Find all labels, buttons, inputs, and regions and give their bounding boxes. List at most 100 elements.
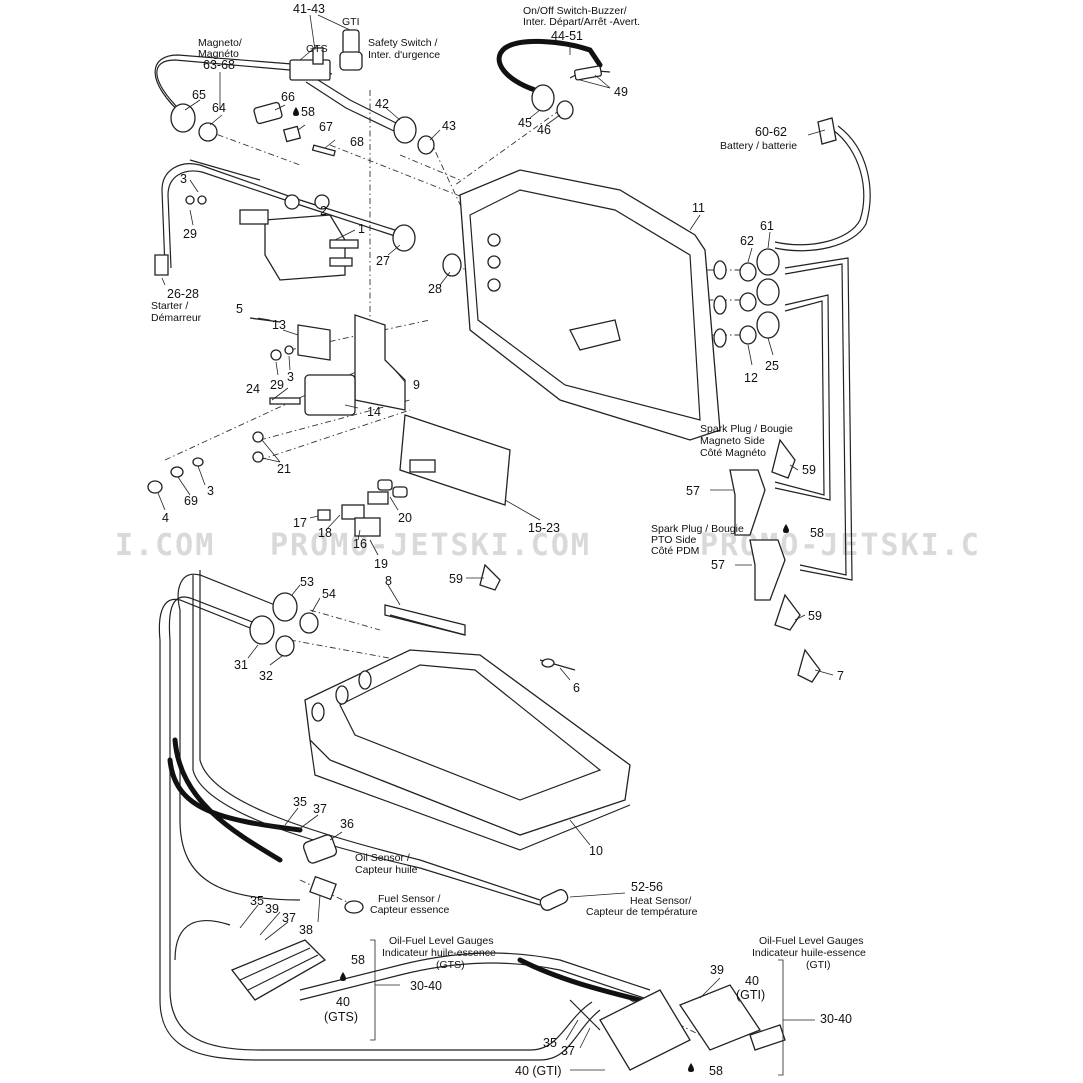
callout: 32 xyxy=(259,669,273,683)
callout: 15-23 xyxy=(528,521,560,535)
watermark-text-center: PROMO-JETSKI.COM xyxy=(270,528,591,563)
label-gauge-gti-fr: Indicateur huile-essence xyxy=(752,947,866,959)
callout: 30-40 xyxy=(410,979,442,993)
callout: 45 xyxy=(518,116,532,130)
callout-numbers: 41-43 44-51 63-68 65 64 66 58 67 68 42 4… xyxy=(162,2,852,1078)
safety-switch xyxy=(289,29,363,81)
callout: 6 xyxy=(573,681,580,695)
callout: 35 xyxy=(250,894,264,908)
label-fuel-sensor-fr: Capteur essence xyxy=(370,904,450,916)
callout: 37 xyxy=(313,802,327,816)
label-gti: GTI xyxy=(342,16,360,28)
callout: 18 xyxy=(318,526,332,540)
callout: 62 xyxy=(740,234,754,248)
callout: 58 xyxy=(351,953,365,967)
callout: 67 xyxy=(319,120,333,134)
callout: 25 xyxy=(765,359,779,373)
callout: 37 xyxy=(282,911,296,925)
text-labels: GTI GTS Safety Switch / Inter. d'urgence… xyxy=(151,5,866,971)
label-spark-plug-pto: Spark Plug / Bougie xyxy=(651,523,744,535)
on-off-switch-connectors xyxy=(531,65,603,120)
lower-grommets xyxy=(249,592,319,657)
gti-gauge-connector xyxy=(599,984,786,1071)
callout: 58 xyxy=(709,1064,723,1078)
callout: 40 xyxy=(336,995,350,1009)
callout: 59 xyxy=(449,572,463,586)
callout: 28 xyxy=(428,282,442,296)
callout: 31 xyxy=(234,658,248,672)
callout: 5 xyxy=(236,302,243,316)
magneto-connectors xyxy=(170,101,435,157)
label-gauge-gts-fr: Indicateur huile-essence xyxy=(382,947,496,959)
callout: 69 xyxy=(184,494,198,508)
label-gauge-gts-model: (GTS) xyxy=(436,959,465,971)
callout: 38 xyxy=(299,923,313,937)
spark-plug-caps xyxy=(479,438,821,683)
callout: 65 xyxy=(192,88,206,102)
callout: 24 xyxy=(246,382,260,396)
label-spark-plug-pto-side: PTO Side xyxy=(651,534,696,546)
callout: 40 (GTI) xyxy=(515,1064,562,1078)
callout: 57 xyxy=(711,558,725,572)
callout: 44-51 xyxy=(551,29,583,43)
callout: 3 xyxy=(180,172,187,186)
label-starter: Starter / xyxy=(151,300,188,312)
drop-icon xyxy=(783,524,789,533)
label-gauge-gti-model: (GTI) xyxy=(806,959,831,971)
callout: 61 xyxy=(760,219,774,233)
label-oil-sensor-fr: Capteur huile xyxy=(355,864,418,876)
callout: 29 xyxy=(183,227,197,241)
drop-icon xyxy=(340,972,346,981)
callout: 35 xyxy=(293,795,307,809)
callout: 57 xyxy=(686,484,700,498)
callout: 60-62 xyxy=(755,125,787,139)
callout: 54 xyxy=(322,587,336,601)
label-oil-sensor: Oil Sensor / xyxy=(355,852,410,864)
label-spark-plug-magneto-side: Magneto Side xyxy=(700,435,765,447)
callout: 8 xyxy=(385,574,392,588)
label-spark-plug-magneto-side-fr: Côté Magnéto xyxy=(700,447,766,459)
callout: 20 xyxy=(398,511,412,525)
callout: 27 xyxy=(376,254,390,268)
drop-icon xyxy=(293,107,299,116)
callout: 58 xyxy=(301,105,315,119)
label-heat-sensor: Heat Sensor/ xyxy=(630,895,691,907)
callout: 36 xyxy=(340,817,354,831)
callout: 43 xyxy=(442,119,456,133)
callout: 4 xyxy=(162,511,169,525)
label-on-off-switch-fr: Inter. Départ/Arrêt -Avert. xyxy=(523,16,640,28)
callout: 59 xyxy=(802,463,816,477)
wire-harnesses xyxy=(154,39,871,1061)
callout: 3 xyxy=(287,370,294,384)
label-starter-fr: Démarreur xyxy=(151,312,202,324)
callout: 11 xyxy=(692,201,705,215)
gts-gauge-connector xyxy=(230,939,327,1001)
callout: 1 xyxy=(358,222,365,236)
leader-lines xyxy=(157,14,834,1076)
callout: 58 xyxy=(810,526,824,540)
label-gts: GTS xyxy=(306,43,328,55)
callout: 46 xyxy=(537,123,551,137)
callout: 39 xyxy=(265,902,279,916)
callout: 14 xyxy=(367,405,381,419)
callout: 7 xyxy=(837,669,844,683)
label-fuel-sensor: Fuel Sensor / xyxy=(378,893,441,905)
callout: 2 xyxy=(320,204,327,218)
mpem-module xyxy=(317,414,511,537)
callout: 12 xyxy=(744,371,758,385)
callout: 64 xyxy=(212,101,226,115)
label-safety-switch: Safety Switch / xyxy=(368,37,438,49)
callout: 13 xyxy=(272,318,286,332)
drop-icons xyxy=(293,107,789,1072)
relay-and-bracket xyxy=(147,314,406,494)
callout: (GTS) xyxy=(324,1010,358,1024)
label-spark-plug-pto-side-fr: Côté PDM xyxy=(651,545,699,557)
callout: 53 xyxy=(300,575,314,589)
callout: 68 xyxy=(350,135,364,149)
callout: 17 xyxy=(293,516,307,530)
callout: 59 xyxy=(808,609,822,623)
label-battery: Battery / batterie xyxy=(720,140,797,152)
callout: 52-56 xyxy=(631,880,663,894)
drop-icon xyxy=(688,1063,694,1072)
